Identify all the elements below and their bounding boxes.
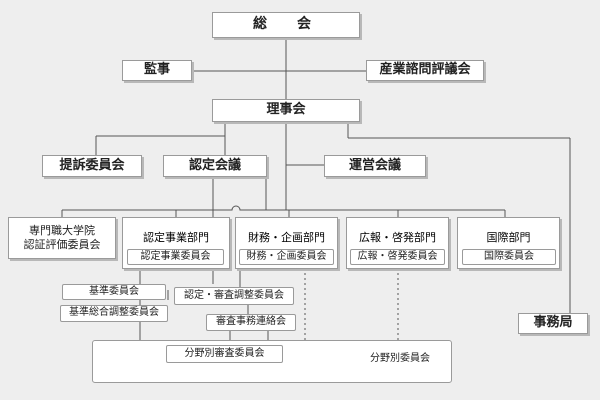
auditor-box: 監事 — [122, 60, 192, 81]
general-assembly-box: 総 会 — [212, 12, 360, 38]
review-liaison-committee-box: 審査事務連絡会 — [206, 314, 296, 331]
accreditation-council-box: 認定会議 — [163, 155, 267, 177]
department-finance-committee: 財務・企画委員会 — [239, 249, 334, 265]
review-coordination-committee-box: 認定・審査調整委員会 — [174, 287, 294, 305]
steering-council-box: 運営会議 — [324, 155, 426, 177]
department-international-committee: 国際委員会 — [462, 249, 556, 265]
standards-committee-box: 基準委員会 — [62, 284, 166, 300]
department-pr-committee: 広報・啓発委員会 — [350, 249, 445, 265]
evaluation-committee-line1: 専門職大学院 — [29, 224, 95, 238]
department-finance-name: 財務・企画部門 — [248, 231, 325, 244]
department-accreditation-name: 認定事業部門 — [143, 231, 209, 244]
department-accreditation-committee: 認定事業委員会 — [127, 249, 224, 265]
department-pr-name: 広報・啓発部門 — [359, 231, 436, 244]
evaluation-committee-box: 専門職大学院 認証評価委員会 — [8, 217, 116, 259]
advisory-council-box: 産業諮問評議会 — [366, 60, 484, 81]
field-review-committee-box: 分野別審査委員会 — [166, 345, 283, 363]
board-box: 理事会 — [212, 99, 360, 122]
field-committee-label: 分野別委員会 — [370, 353, 430, 364]
evaluation-committee-line2: 認証評価委員会 — [23, 238, 101, 251]
department-international-name: 国際部門 — [486, 231, 531, 244]
secretariat-box: 事務局 — [518, 313, 588, 334]
appeals-committee-box: 提訴委員会 — [42, 155, 142, 177]
standards-coordination-committee-box: 基準総合調整委員会 — [60, 305, 168, 322]
